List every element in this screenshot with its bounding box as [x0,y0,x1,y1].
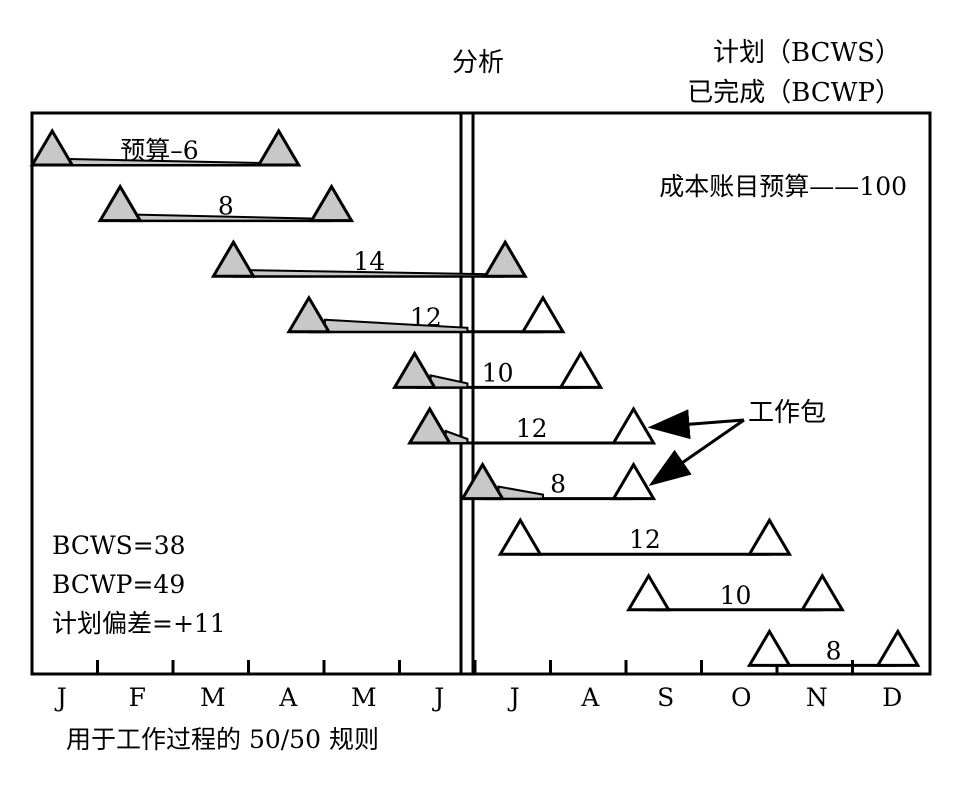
legend-completed-bcwp: 已完成（BCWP） [687,78,901,108]
schedule-variance-value: 计划偏差=+11 [52,609,226,638]
month-label: O [731,683,752,712]
task-start-triangle [626,572,672,612]
task-budget-label: 8 [826,636,842,665]
analysis-label: 分析 [452,48,505,78]
task-budget-label: 12 [516,414,548,443]
work-package-arrow [648,418,745,487]
task-budget-label: 12 [410,303,442,332]
task-start-triangle [459,461,506,501]
month-label: J [507,683,520,712]
task-end-triangle [610,461,657,501]
month-label: S [657,683,674,712]
bcws-value: BCWS=38 [52,531,186,560]
task-budget-label: 8 [218,192,234,221]
month-label: M [351,683,377,712]
task-start-triangle [497,517,543,556]
task-end-triangle [746,517,793,556]
work-package-arrow [647,409,745,440]
task-end-triangle [799,572,845,612]
task-progress-strip [497,485,544,500]
month-label: J [431,683,444,712]
chart-frame [30,111,932,676]
diagram-caption: 用于工作过程的 50/50 规则 [66,725,379,754]
task-start-triangle [97,183,143,223]
cost-account-budget-label: 成本账目预算——100 [659,172,907,201]
task-end-triangle [558,350,604,389]
task-start-triangle [407,406,453,445]
task-budget-label: 14 [353,247,385,276]
month-label: N [806,683,828,712]
month-label: A [580,683,600,712]
task-budget-label: 8 [550,470,566,499]
task-start-triangle [29,128,75,167]
task-end-triangle [308,183,355,223]
task-budget-label: 10 [720,581,752,610]
task-end-triangle [610,406,657,445]
month-label: J [54,683,67,712]
task-budget-label: 预算–6 [120,136,198,165]
task-budget-label: 12 [629,525,661,554]
task-budget-label: 10 [482,358,514,387]
month-label: M [200,683,226,712]
legend-planned-bcws: 计划（BCWS） [712,38,901,68]
task-progress-strip [323,318,469,333]
task-end-triangle [520,294,566,334]
bcwp-value: BCWP=49 [52,570,186,599]
task-start-triangle [286,294,332,334]
work-package-label: 工作包 [748,398,827,428]
task-start-triangle [746,628,793,667]
task-start-triangle [391,350,438,389]
month-label: A [278,683,298,712]
task-start-triangle [210,239,257,278]
task-end-triangle [256,128,302,167]
month-label: F [129,683,146,712]
task-end-triangle [482,239,528,278]
task-end-triangle [875,628,921,667]
month-label: D [882,683,902,712]
